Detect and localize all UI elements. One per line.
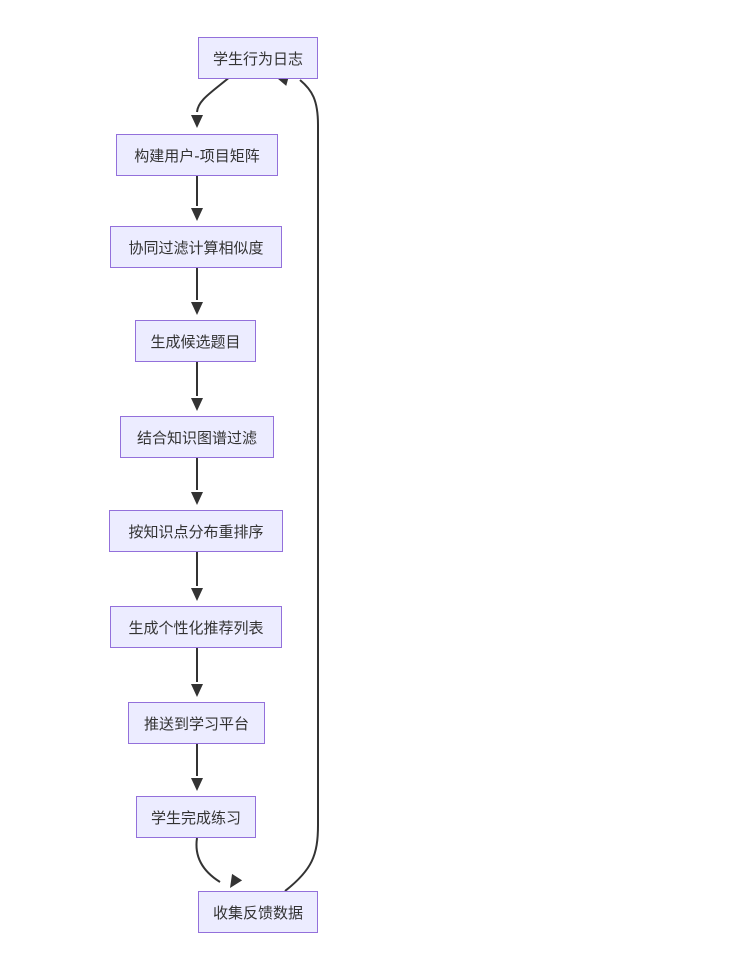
edge-push-to-practice-arrowhead bbox=[191, 778, 203, 791]
edge-practice-to-feedback bbox=[195, 837, 221, 883]
edge-similarity-to-cands-arrowhead bbox=[191, 302, 203, 315]
edge-list-to-push-arrowhead bbox=[191, 684, 203, 697]
edge-log-to-matrix-arrowhead bbox=[191, 115, 203, 128]
node-student-behavior-log: 学生行为日志 bbox=[198, 37, 318, 79]
edge-kgfilter-to-rerank-arrowhead bbox=[191, 492, 203, 505]
node-student-practice: 学生完成练习 bbox=[136, 796, 256, 838]
edge-practice-to-feedback-arrowhead bbox=[230, 873, 243, 888]
node-build-user-item-matrix: 构建用户-项目矩阵 bbox=[116, 134, 278, 176]
node-rerank-by-knowledge: 按知识点分布重排序 bbox=[109, 510, 283, 552]
node-generate-candidates: 生成候选题目 bbox=[135, 320, 256, 362]
edge-rerank-to-list-arrowhead bbox=[191, 588, 203, 601]
edge-log-to-matrix bbox=[196, 75, 232, 113]
node-push-to-platform: 推送到学习平台 bbox=[128, 702, 265, 744]
edge-matrix-to-similarity-arrowhead bbox=[191, 208, 203, 221]
edge-cands-to-kgfilter-arrowhead bbox=[191, 398, 203, 411]
node-personalized-list: 生成个性化推荐列表 bbox=[110, 606, 282, 648]
node-knowledge-graph-filter: 结合知识图谱过滤 bbox=[120, 416, 274, 458]
node-collect-feedback: 收集反馈数据 bbox=[198, 891, 318, 933]
edge-feedback-to-log bbox=[284, 79, 319, 892]
node-collaborative-filtering: 协同过滤计算相似度 bbox=[110, 226, 282, 268]
